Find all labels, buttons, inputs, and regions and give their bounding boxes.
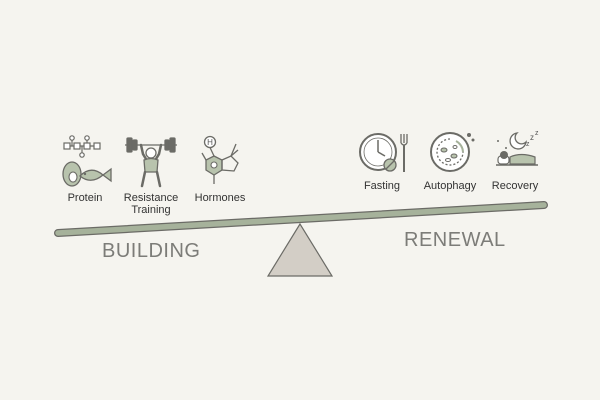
resistance-training-icon: [125, 137, 177, 188]
recovery-icon: z z z: [496, 130, 539, 166]
building-heading: BUILDING: [102, 240, 201, 262]
autophagy-item: Autophagy: [405, 128, 495, 192]
recovery-label: Recovery: [491, 180, 539, 192]
recovery-item: z z z Recovery: [470, 128, 560, 192]
protein-item: Protein: [40, 134, 130, 204]
fulcrum-triangle: [266, 222, 334, 277]
resistance-training-label: Resistance Training: [123, 192, 179, 216]
autophagy-label: Autophagy: [423, 180, 477, 192]
autophagy-icon: [430, 132, 475, 172]
hormones-item: H Hormones: [175, 134, 265, 204]
fasting-label: Fasting: [363, 180, 401, 192]
hormones-icon: H: [201, 135, 239, 184]
svg-text:z: z: [530, 133, 534, 142]
fasting-icon: [359, 133, 408, 172]
svg-text:z: z: [526, 141, 530, 148]
resistance-training-item: Resistance Training: [106, 134, 196, 216]
renewal-heading: RENEWAL: [404, 229, 506, 251]
seesaw-beam: [55, 202, 547, 236]
fasting-item: Fasting: [337, 128, 427, 192]
protein-icon: [62, 135, 112, 187]
hormones-label: Hormones: [194, 192, 246, 204]
svg-text:H: H: [207, 138, 213, 147]
protein-label: Protein: [67, 192, 103, 204]
svg-text:z: z: [535, 130, 539, 137]
